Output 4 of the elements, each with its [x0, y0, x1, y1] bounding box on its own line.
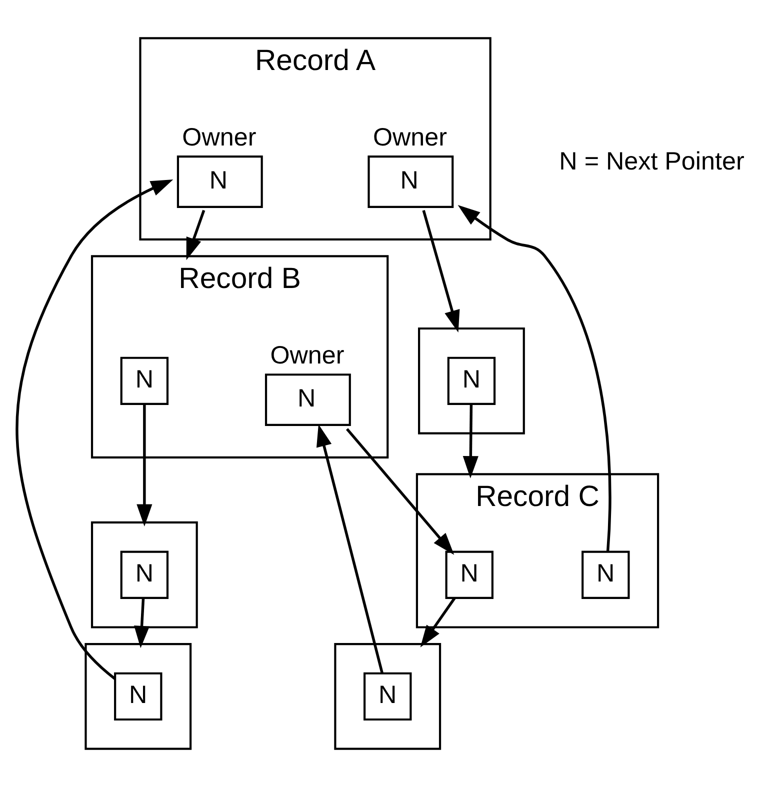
- node-label: Owner: [182, 123, 256, 152]
- label: N = Next Pointer: [559, 147, 744, 176]
- node-label: Owner: [372, 123, 447, 152]
- node-label: Owner: [270, 341, 344, 370]
